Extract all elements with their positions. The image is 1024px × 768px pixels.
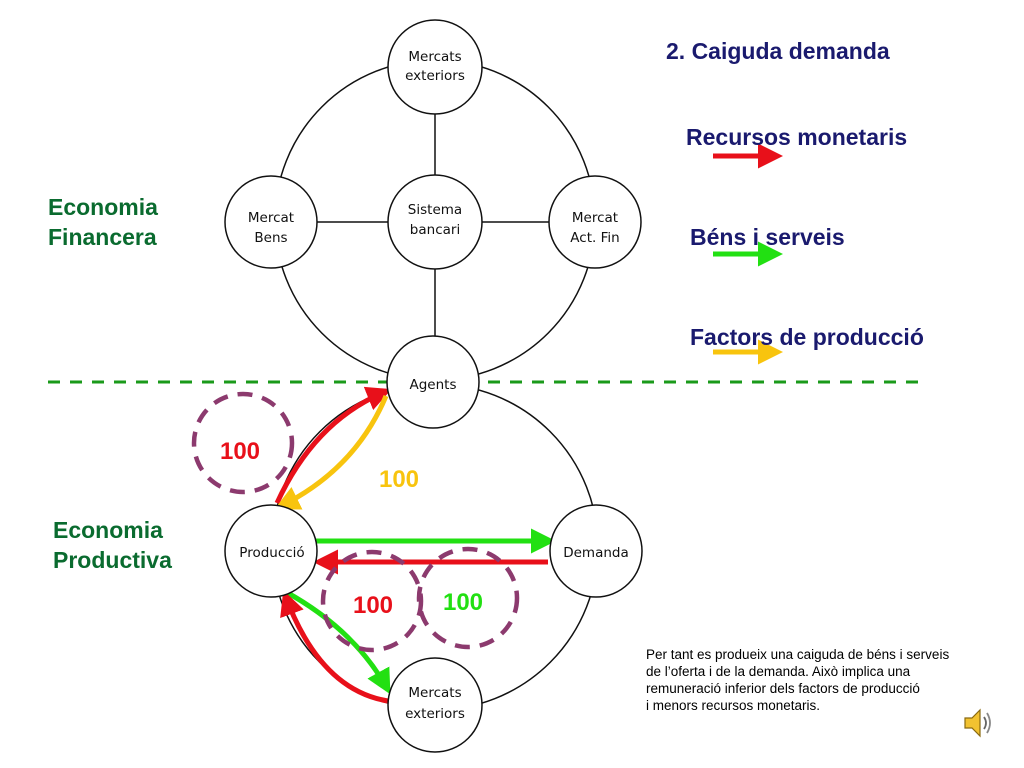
productive-economy-label: Economia Productiva bbox=[53, 515, 172, 575]
node-demand: Demanda bbox=[549, 504, 643, 598]
node-demand-label: Demanda bbox=[563, 545, 629, 561]
slide-title: 2. Caiguda demanda bbox=[666, 38, 890, 64]
node-production-label: Producció bbox=[239, 545, 304, 561]
money-external-to-production-arrow bbox=[280, 590, 389, 704]
node-bottom-external-line2: exteriors bbox=[405, 706, 465, 722]
node-goods-market: Mercat Bens bbox=[224, 175, 318, 269]
node-goods-market-line2: Bens bbox=[254, 230, 287, 246]
node-agents-label: Agents bbox=[410, 377, 457, 393]
node-bottom-external-line1: Mercats bbox=[408, 685, 461, 701]
legend-factors-label: Factors de producció bbox=[690, 324, 924, 350]
node-top-external-line1: Mercats bbox=[408, 49, 461, 65]
node-agents: Agents bbox=[386, 335, 480, 429]
description-text: Per tant es produeix una caiguda de béns… bbox=[646, 646, 986, 714]
node-banking-system: Sistema bancari bbox=[387, 174, 483, 270]
node-banking-line1: Sistema bbox=[408, 202, 462, 218]
node-top-external-markets: Mercats exteriors bbox=[387, 19, 483, 115]
node-top-external-line2: exteriors bbox=[405, 68, 465, 84]
value-production-demand-goods: 100 bbox=[443, 589, 483, 616]
money-production-to-agents-arrow bbox=[274, 386, 392, 505]
value-demand-production-money: 100 bbox=[353, 592, 393, 619]
value-agents-production-factors: 100 bbox=[379, 466, 419, 493]
highlight-circle-agents-money bbox=[191, 391, 295, 495]
node-goods-market-line1: Mercat bbox=[248, 210, 294, 226]
description-line1: Per tant es produeix una caiguda de béns… bbox=[646, 647, 950, 662]
highlight-circle-demand-goods bbox=[416, 546, 520, 650]
description-line4: i menors recursos monetaris. bbox=[646, 698, 821, 713]
description-line2: de l’oferta i de la demanda. Això implic… bbox=[646, 664, 911, 679]
productive-economy-line1: Economia bbox=[53, 517, 163, 543]
description-line3: remuneració inferior dels factors de pro… bbox=[646, 681, 920, 696]
node-financial-assets-market: Mercat Act. Fin bbox=[548, 175, 642, 269]
legend-goods-label: Béns i serveis bbox=[690, 224, 845, 250]
node-fin-market-line1: Mercat bbox=[572, 210, 618, 226]
value-production-agents-money: 100 bbox=[220, 438, 260, 465]
factors-agents-to-production-arrow bbox=[274, 395, 389, 510]
financial-economy-label: Economia Financera bbox=[48, 192, 158, 252]
financial-economy-line2: Financera bbox=[48, 224, 157, 250]
node-production: Producció bbox=[224, 504, 318, 598]
node-fin-market-line2: Act. Fin bbox=[570, 230, 619, 246]
legend-money-label: Recursos monetaris bbox=[686, 124, 908, 150]
productive-economy-line2: Productiva bbox=[53, 547, 172, 573]
node-banking-line2: bancari bbox=[410, 222, 460, 238]
speaker-icon[interactable] bbox=[962, 706, 994, 740]
financial-economy-line1: Economia bbox=[48, 194, 158, 220]
node-bottom-external-markets: Mercats exteriors bbox=[387, 657, 483, 753]
